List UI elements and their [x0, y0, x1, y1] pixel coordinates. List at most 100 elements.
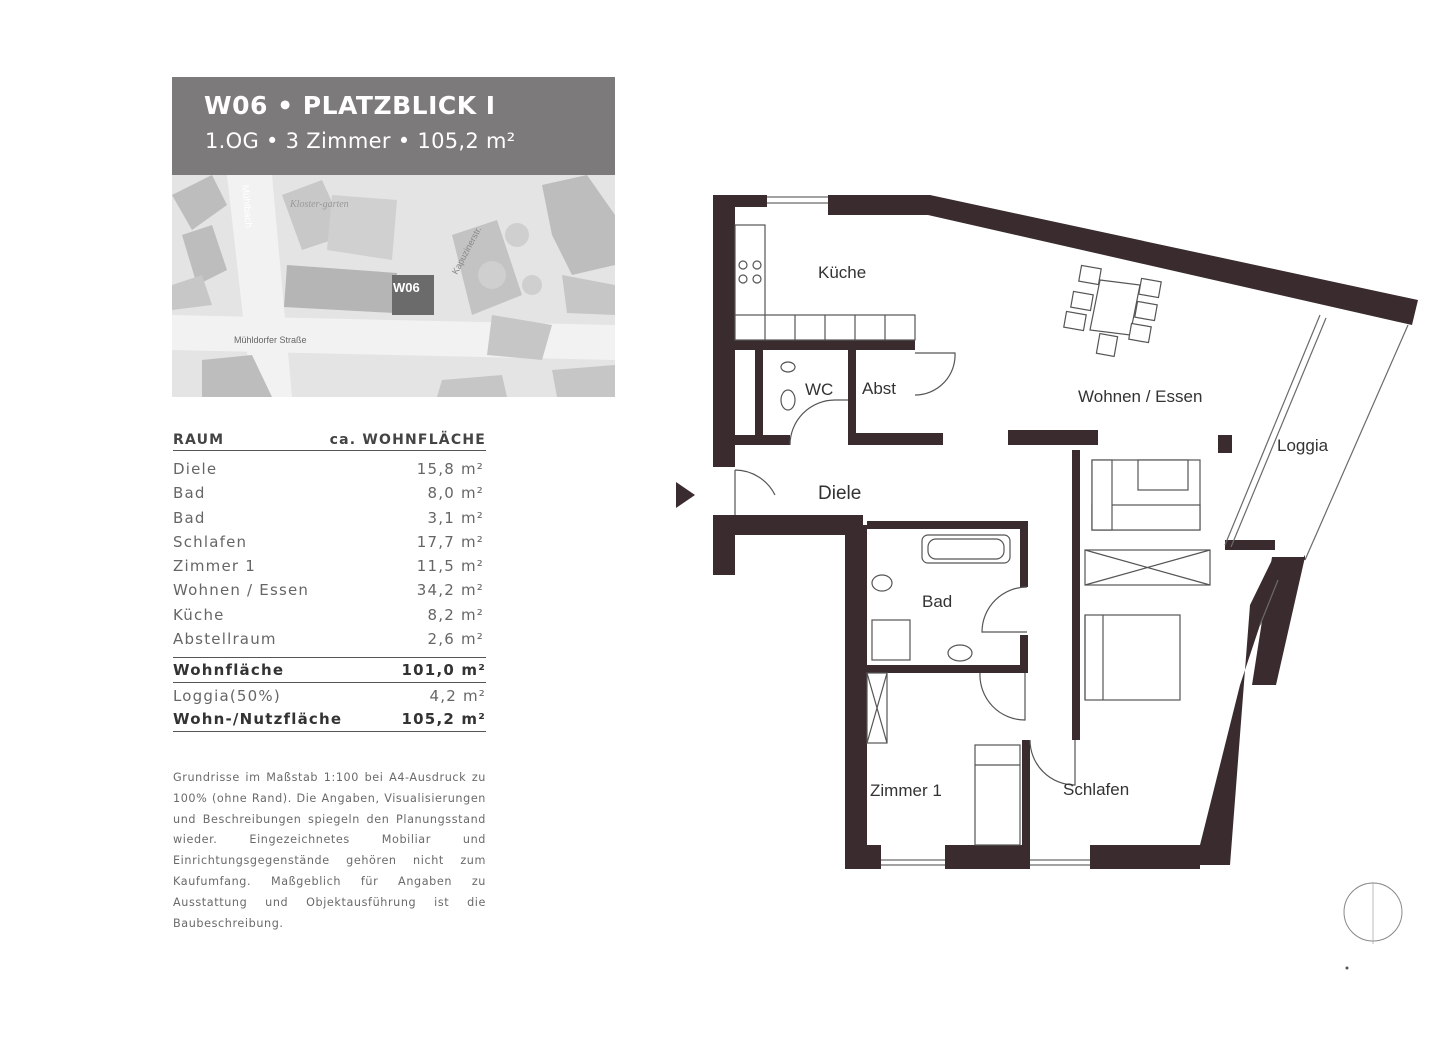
room-schlafen: Schlafen: [1063, 780, 1129, 799]
wall: [755, 350, 763, 445]
coffee-table-icon: [1137, 459, 1189, 491]
floor-plan: Küche Wohnen / Essen Loggia WC Abst Diel…: [676, 195, 1418, 869]
wc-sink-icon: [780, 361, 796, 373]
map-street-vertical: Mühlbach: [239, 184, 254, 228]
map-building: [327, 195, 397, 260]
bathroom-fixtures: [780, 361, 1011, 662]
wall: [845, 525, 867, 869]
table-row: Abstellraum 2,6 m²: [173, 627, 486, 651]
kitchen-counter: [734, 224, 916, 341]
schlafen-door: [1029, 739, 1076, 786]
stove-burner-icon: [752, 260, 762, 270]
map-garden-label: Kloster-garten: [289, 199, 349, 210]
loggia-glazing: [1230, 317, 1327, 548]
stove-burner-icon: [752, 274, 762, 284]
entrance-arrow: [676, 482, 695, 508]
wall: [848, 350, 856, 445]
room-abst: Abst: [862, 379, 896, 398]
bedroom-furniture: [1084, 549, 1211, 701]
bath-door: [981, 586, 1028, 633]
map-building: [182, 225, 227, 285]
total-label: Wohn-/Nutzfläche: [173, 710, 343, 729]
map-building: [202, 355, 272, 397]
table-total-row: Wohn-/Nutzfläche 105,2 m²: [173, 707, 486, 733]
room-wc: WC: [805, 380, 833, 399]
room-area: 11,5 m²: [416, 557, 484, 576]
map-building: [437, 375, 507, 397]
wall: [1090, 845, 1200, 869]
desk-icon: [974, 744, 1021, 846]
entry-door: [734, 469, 776, 515]
wall: [867, 665, 1027, 673]
room-name: Bad: [173, 508, 206, 527]
room-bad: Bad: [922, 592, 952, 611]
header-area: ca. WOHNFLÄCHE: [329, 432, 486, 448]
map-garden-label-text: Kloster-garten: [289, 199, 349, 210]
wall: [735, 340, 915, 350]
table-sum-row: Wohnfläche 101,0 m²: [173, 657, 486, 684]
map-building: [487, 315, 552, 360]
room-name: Abstellraum: [173, 630, 277, 649]
loggia-glazing: [1224, 314, 1321, 546]
table-loggia-row: Loggia(50%) 4,2 m²: [173, 683, 486, 707]
doors: [734, 352, 1076, 786]
stove-burner-icon: [738, 260, 748, 270]
wall: [735, 435, 790, 445]
room-labels: Küche Wohnen / Essen Loggia WC Abst Diel…: [805, 263, 1329, 800]
room-name: Zimmer 1: [173, 557, 256, 576]
sum-area: 101,0 m²: [401, 661, 486, 680]
room-name: Wohnen / Essen: [173, 581, 310, 600]
wall: [713, 515, 863, 535]
room-name: Schlafen: [173, 532, 248, 551]
apartment-subtitle: 1.OG • 3 Zimmer • 105,2 m²: [205, 129, 516, 153]
map-building: [172, 275, 212, 310]
sum-label: Wohnfläche: [173, 661, 285, 680]
room-area: 2,6 m²: [427, 630, 484, 649]
wall: [1218, 435, 1232, 453]
total-area: 105,2 m²: [401, 710, 486, 729]
loggia-area: 4,2 m²: [429, 687, 486, 706]
loggia-rail: [1304, 324, 1409, 561]
sink-icon: [947, 644, 973, 662]
room-diele: Diele: [818, 483, 861, 504]
wall: [1008, 430, 1098, 445]
wall: [1022, 740, 1030, 860]
wc-door: [789, 399, 848, 446]
room-area: 3,1 m²: [427, 508, 484, 527]
room-loggia: Loggia: [1277, 436, 1329, 455]
map-building: [542, 175, 615, 275]
location-map: Mühlbach Kloster-garten Kapuzinerstr. W0…: [172, 175, 615, 397]
room-area: 17,7 m²: [416, 532, 484, 551]
map-unit-marker: W06: [393, 280, 420, 295]
map-building: [552, 365, 615, 397]
wall: [1072, 450, 1080, 740]
header-room: RAUM: [173, 432, 225, 448]
room-name: Bad: [173, 484, 206, 503]
zimmer-furniture: [866, 672, 1021, 846]
room-area: 15,8 m²: [416, 460, 484, 478]
walls: [713, 195, 1418, 869]
dining-table-icon: [1063, 264, 1162, 358]
apartment-title: W06 • PLATZBLICK I: [204, 91, 496, 120]
table-header: RAUM ca. WOHNFLÄCHE: [173, 432, 486, 451]
map-building: [172, 175, 227, 230]
wall: [945, 845, 1030, 869]
window: [1259, 579, 1279, 626]
apartment-header: W06 • PLATZBLICK I 1.OG • 3 Zimmer • 105…: [172, 77, 615, 175]
wall: [828, 195, 1418, 325]
wall: [1252, 557, 1305, 685]
room-name: Küche: [173, 605, 225, 624]
wall: [1020, 635, 1028, 673]
room-zimmer: Zimmer 1: [870, 781, 942, 800]
disclaimer-note: Grundrisse im Maßstab 1:100 bei A4-Ausdr…: [173, 771, 486, 930]
windows: [767, 196, 1409, 866]
table-row: Schlafen 17,7 m²: [173, 530, 486, 554]
table-row: Zimmer 1 11,5 m²: [173, 554, 486, 578]
wall: [1020, 521, 1028, 587]
stove-burner-icon: [738, 274, 748, 284]
bed-icon: [1084, 614, 1181, 701]
